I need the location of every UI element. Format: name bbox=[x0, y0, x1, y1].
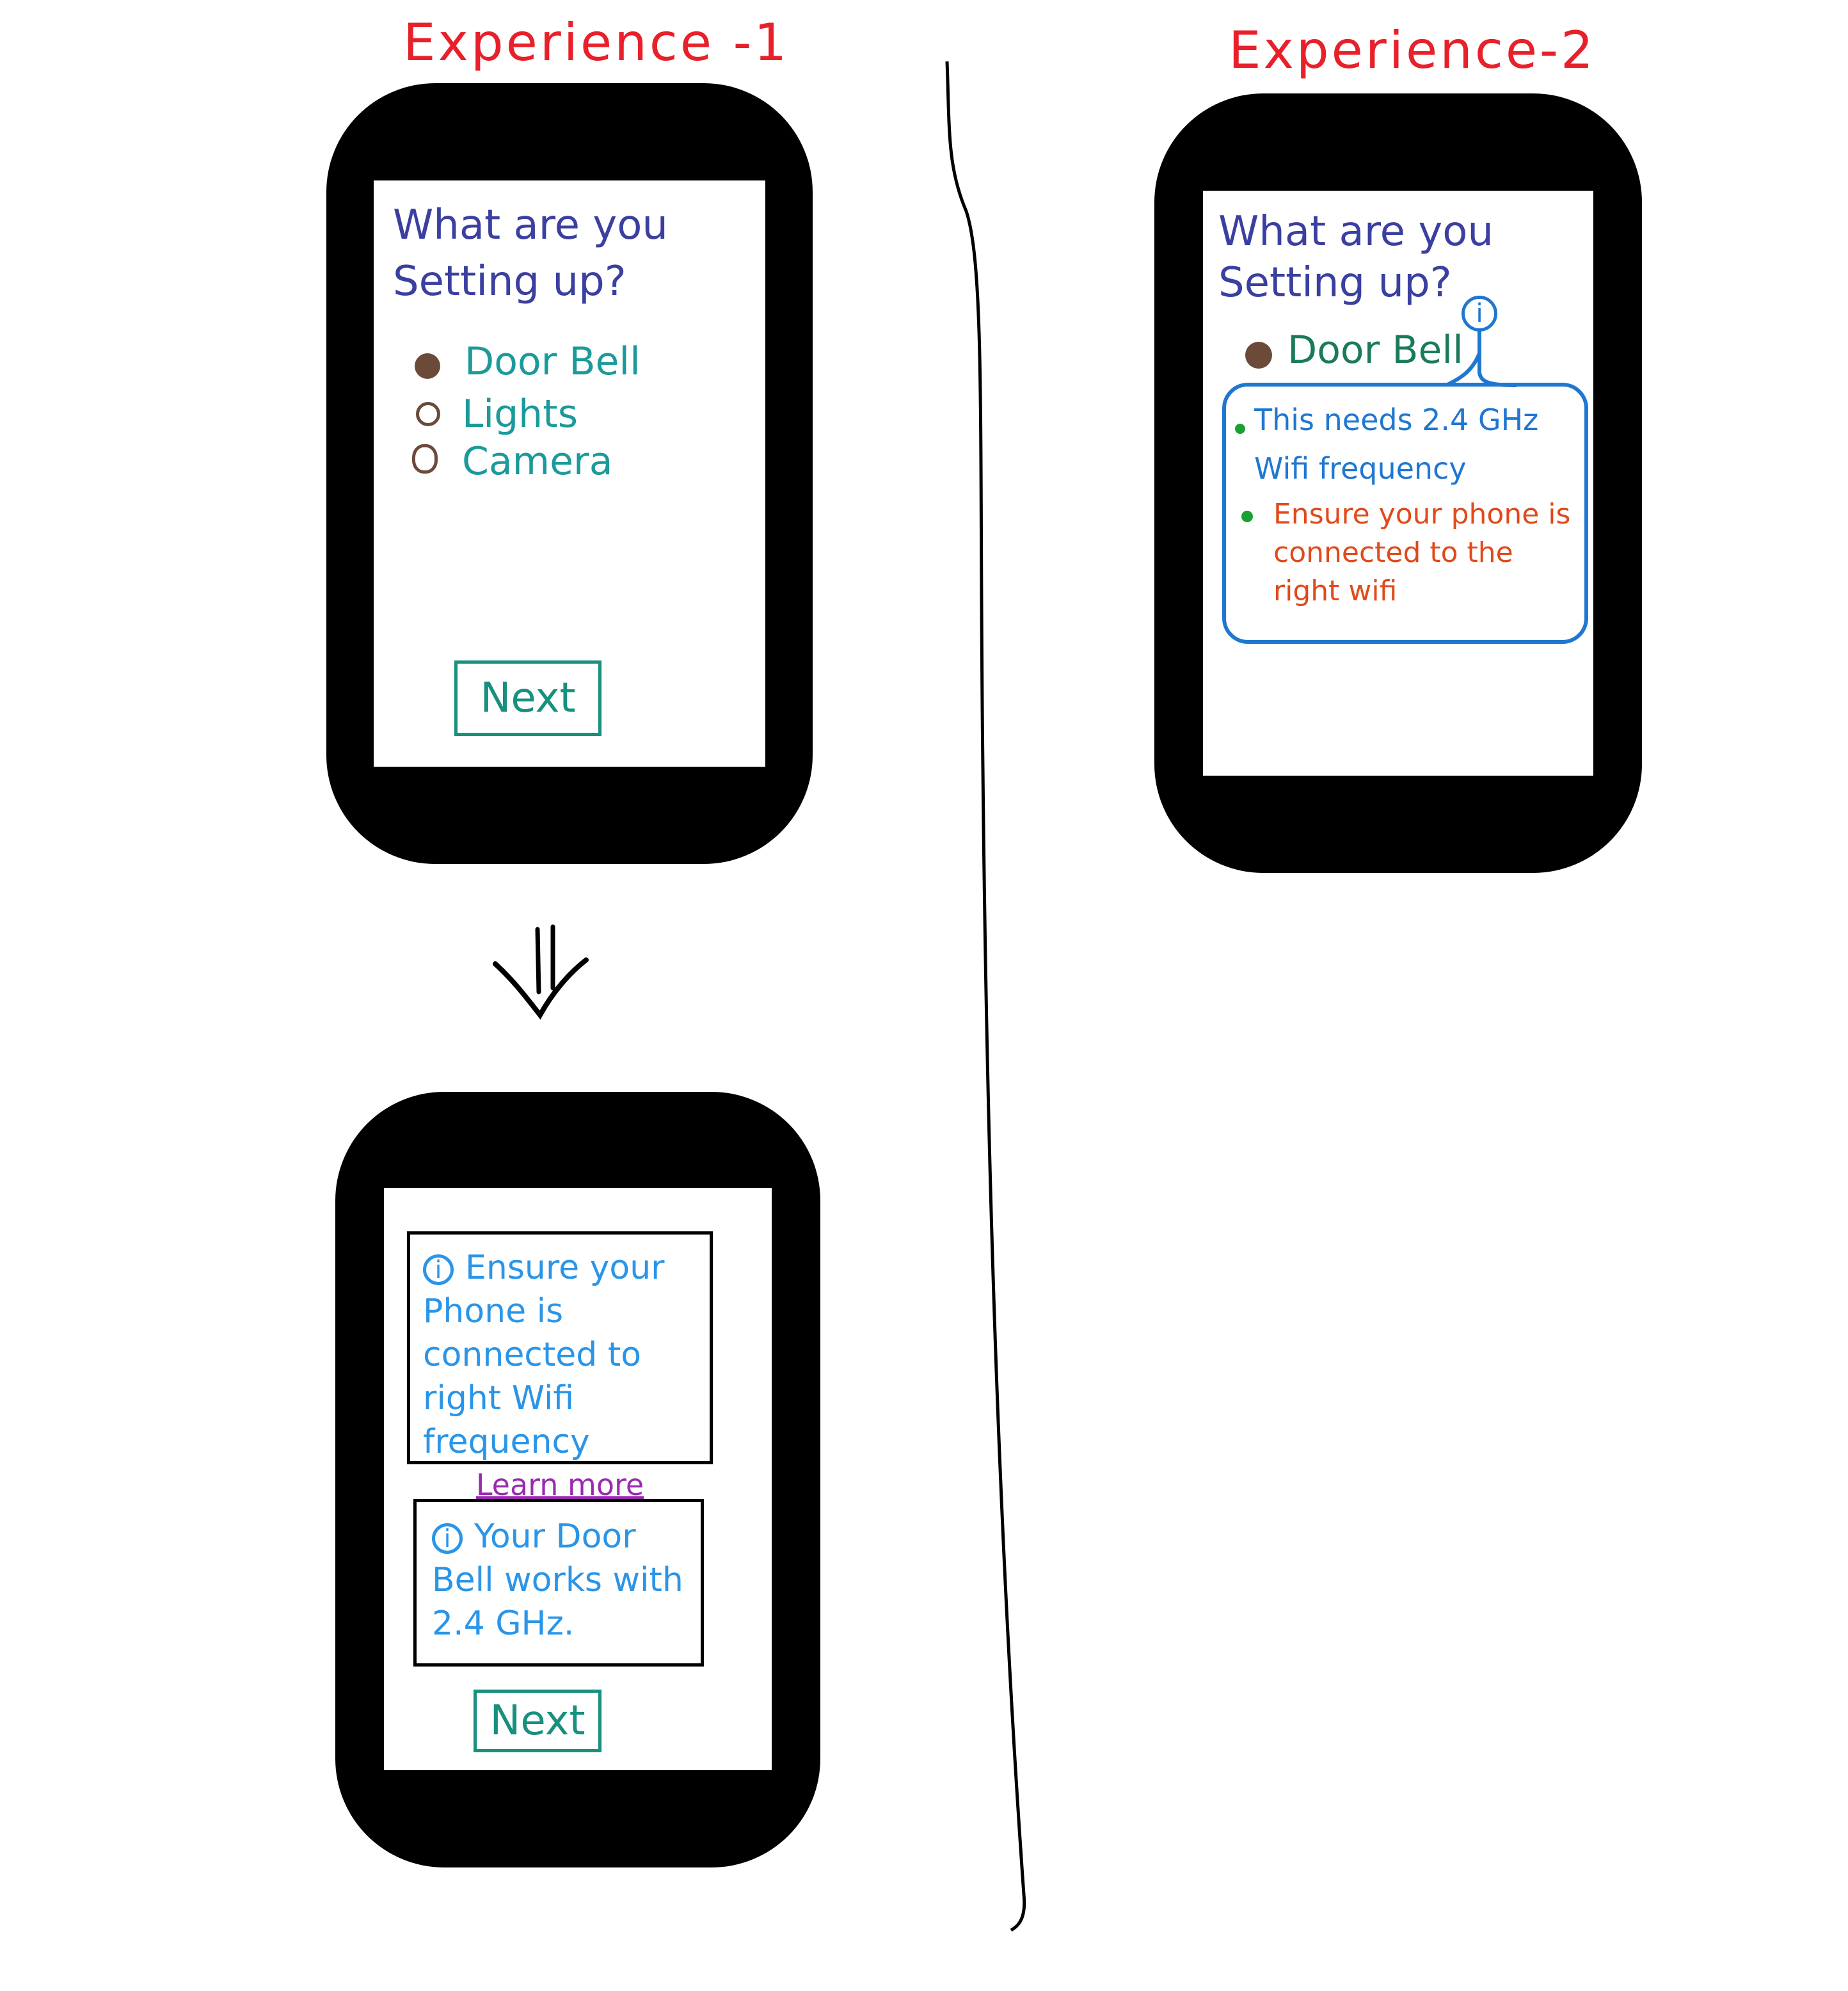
option-camera[interactable]: Camera bbox=[462, 439, 613, 484]
next-button[interactable]: Next bbox=[474, 1690, 601, 1752]
setup-screen: What are you Setting up? Door Bell Light… bbox=[374, 180, 765, 767]
tooltip-connection-text: Ensure your phone is connected to the ri… bbox=[1273, 498, 1571, 607]
bullet-icon bbox=[1235, 424, 1245, 434]
question-line-2: Setting up? bbox=[1218, 259, 1452, 307]
question-line-1: What are you bbox=[1218, 208, 1494, 255]
question-line-1: What are you bbox=[393, 202, 668, 249]
learn-more-link[interactable]: Learn more bbox=[475, 1467, 644, 1502]
double-arrow-down-icon bbox=[493, 924, 589, 1020]
bullet-icon bbox=[1241, 511, 1253, 522]
setup-screen-with-tooltip: What are you Setting up? Door Bell i Thi… bbox=[1203, 191, 1593, 776]
tooltip-frequency-text: This needs 2.4 GHz Wifi frequency bbox=[1254, 403, 1539, 486]
experience-1-title: Experience -1 bbox=[403, 13, 790, 72]
info-icon: i bbox=[423, 1254, 454, 1285]
info-icon[interactable]: i bbox=[1462, 296, 1497, 332]
phone-frame-2: What are you Setting up? Door Bell i Thi… bbox=[1154, 93, 1642, 873]
option-door-bell[interactable]: Door Bell bbox=[1287, 328, 1463, 372]
radio-camera[interactable] bbox=[412, 444, 438, 474]
radio-door-bell-selected[interactable] bbox=[415, 353, 440, 379]
wifi-notice-text: Ensure your Phone is connected to right … bbox=[423, 1249, 665, 1461]
option-door-bell[interactable]: Door Bell bbox=[465, 339, 641, 384]
info-tooltip: This needs 2.4 GHz Wifi frequency Ensure… bbox=[1222, 383, 1588, 644]
radio-lights[interactable] bbox=[416, 402, 440, 426]
phone-frame-1: What are you Setting up? Door Bell Light… bbox=[326, 83, 813, 864]
radio-door-bell-selected[interactable] bbox=[1245, 342, 1272, 369]
tooltip-pointer bbox=[1446, 330, 1517, 387]
info-icon: i bbox=[432, 1523, 463, 1554]
experience-2-title: Experience-2 bbox=[1229, 20, 1596, 80]
option-lights[interactable]: Lights bbox=[462, 392, 578, 436]
next-button[interactable]: Next bbox=[454, 660, 601, 736]
frequency-notice-text: Your Door Bell works with 2.4 GHz. bbox=[432, 1517, 683, 1643]
question-line-2: Setting up? bbox=[393, 258, 626, 305]
